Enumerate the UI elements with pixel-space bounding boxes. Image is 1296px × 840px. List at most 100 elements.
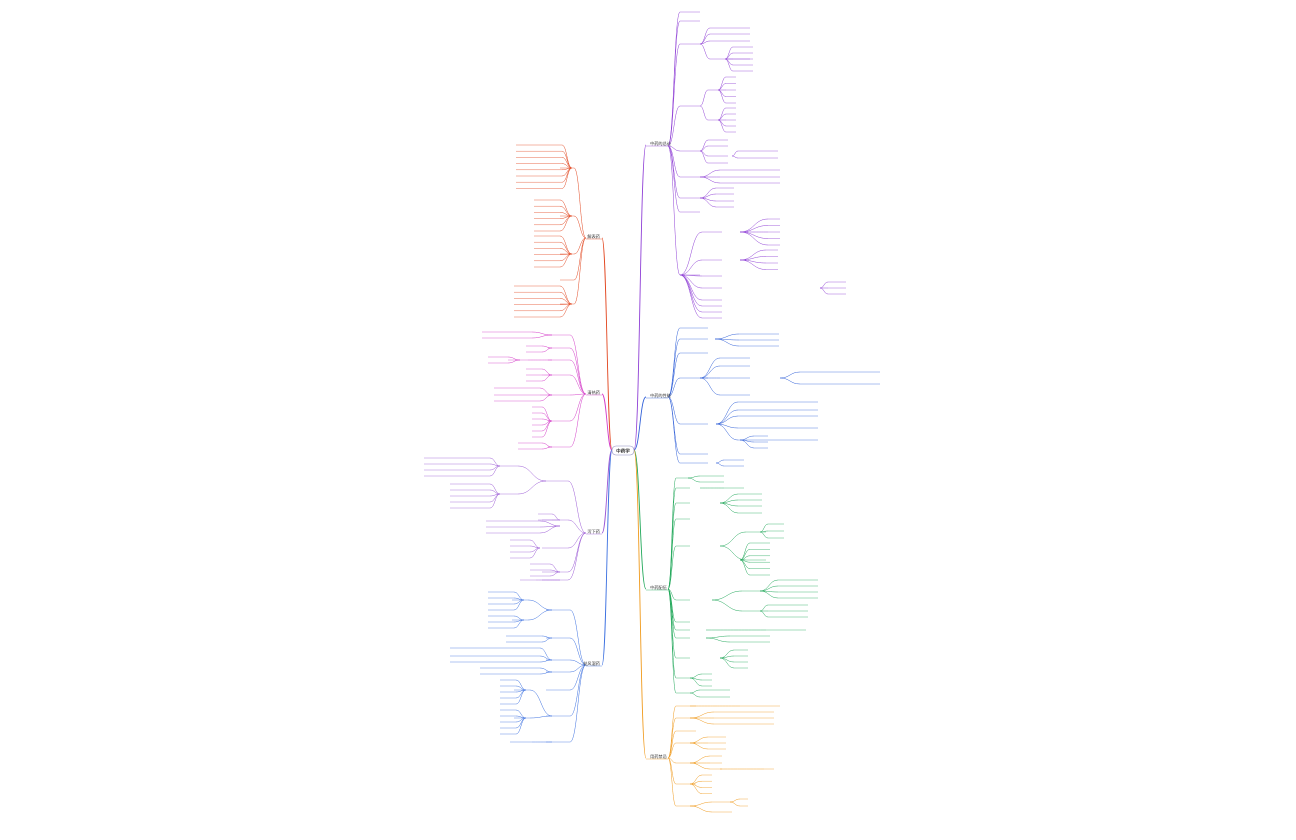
connector-line (667, 705, 677, 759)
connector-line (667, 145, 681, 276)
connector-line (715, 415, 739, 425)
connector-line (689, 689, 701, 694)
connector-line (739, 439, 755, 449)
connector-line (759, 610, 769, 618)
connector-line (739, 259, 767, 270)
connector-line (667, 396, 681, 455)
connector-line (529, 689, 553, 717)
connector-line (667, 145, 681, 199)
connector-line (689, 736, 709, 744)
connector-line (667, 487, 677, 590)
connector-line (667, 145, 681, 213)
connector-line (667, 588, 677, 659)
connector-line (689, 677, 703, 687)
connector-line (539, 387, 553, 396)
connector-line (573, 237, 587, 305)
connector-line (633, 144, 647, 451)
connector-line (667, 757, 677, 807)
branch-label-r3[interactable]: 中药配伍 (650, 584, 668, 591)
connector-line (529, 545, 541, 549)
connector-line (559, 253, 573, 268)
connector-line (719, 502, 739, 514)
connector-line (539, 394, 553, 402)
connector-line (549, 569, 561, 573)
connector-line (569, 637, 587, 666)
root-node[interactable]: 中药学 (611, 445, 635, 456)
connector-line (739, 218, 769, 233)
connector-line (517, 480, 547, 495)
connector-line (513, 615, 525, 621)
connector-line (561, 167, 573, 189)
connector-line (715, 423, 739, 441)
connector-line (527, 609, 553, 621)
connector-line (541, 345, 553, 349)
connector-line (724, 52, 734, 60)
connector-line (667, 742, 677, 759)
connector-line (541, 368, 553, 376)
connector-line (573, 167, 587, 239)
branch-label-l2[interactable]: 清热药 (587, 389, 600, 396)
connector-line (569, 659, 587, 666)
connector-line (601, 393, 613, 451)
connector-line (601, 237, 613, 451)
connector-line (689, 692, 701, 698)
connector-line (667, 396, 681, 425)
connector-line (699, 27, 711, 45)
connector-line (679, 274, 703, 289)
connector-line (559, 303, 573, 318)
connector-line (679, 274, 703, 319)
connector-line (529, 547, 541, 559)
connector-line (667, 717, 677, 759)
connector-line (699, 169, 721, 178)
connector-line (559, 303, 573, 312)
connector-line (719, 655, 735, 659)
connector-line (699, 176, 721, 184)
connector-line (667, 327, 681, 398)
connector-line (667, 145, 681, 152)
connector-line (715, 409, 739, 425)
connector-line (687, 475, 701, 479)
connector-line (717, 89, 727, 104)
connector-line (561, 167, 573, 183)
connector-line (567, 532, 587, 549)
connector-line (569, 393, 587, 396)
connector-line (633, 449, 647, 759)
connector-line (714, 333, 740, 340)
branch-label-r4[interactable]: 用药禁忌 (650, 753, 667, 760)
connector-line (739, 435, 755, 441)
connector-line (759, 590, 779, 599)
connector-line (729, 798, 741, 803)
branch-label-l4[interactable]: 祛风湿药 (583, 660, 600, 667)
branch-label-r1[interactable]: 中药的总论 (650, 140, 672, 147)
connector-line (489, 493, 501, 509)
connector-line (759, 579, 779, 592)
connector-line (507, 359, 521, 364)
connector-line (541, 418, 553, 422)
branch-label-l1[interactable]: 解表药 (587, 233, 600, 240)
connector-line (539, 671, 553, 675)
connector-line (515, 717, 527, 735)
connector-line (717, 113, 727, 121)
connector-line (667, 377, 681, 398)
connector-line (699, 357, 721, 379)
connector-line (679, 274, 703, 313)
connector-line (667, 588, 677, 679)
connector-line (667, 757, 677, 764)
connector-line (689, 711, 715, 719)
connector-line (541, 442, 553, 448)
connector-line (679, 259, 703, 276)
connector-line (699, 105, 709, 121)
connector-line (667, 545, 677, 590)
connector-line (569, 334, 587, 395)
connector-line (689, 801, 713, 807)
connector-line (717, 119, 727, 127)
connector-line (567, 532, 587, 573)
connector-line (739, 231, 769, 239)
connector-line (539, 659, 553, 663)
branch-label-r2[interactable]: 中药的性能 (650, 392, 672, 399)
connector-line (689, 762, 711, 770)
connector-line (531, 334, 553, 339)
connector-line (699, 139, 709, 152)
connector-line (573, 215, 587, 239)
branch-label-l3[interactable]: 泻下药 (587, 528, 600, 535)
